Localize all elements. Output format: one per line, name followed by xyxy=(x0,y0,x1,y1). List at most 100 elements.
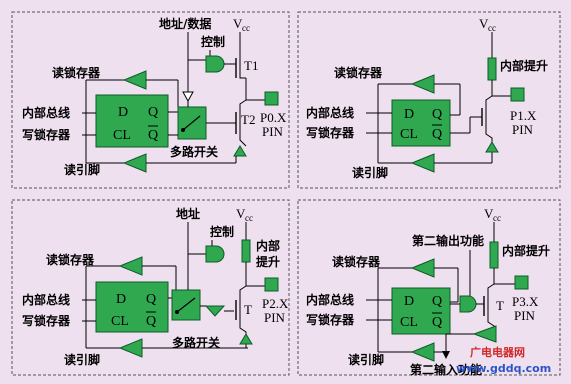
pin-word: PIN xyxy=(514,308,536,323)
panel-border xyxy=(11,199,290,376)
t-label: T xyxy=(244,302,252,317)
second-output-label: 第二输出功能 xyxy=(412,233,484,248)
pullup-resistor xyxy=(487,57,497,81)
mux-label: 多路开关 xyxy=(170,144,218,159)
pin-pad xyxy=(514,275,529,290)
write-latch-label: 写锁存器 xyxy=(22,313,71,328)
address-label: 地址 xyxy=(176,206,200,221)
read-latch-label: 读锁存器 xyxy=(332,254,381,269)
latch-q-label: Q xyxy=(146,292,156,307)
and-gate xyxy=(205,55,225,73)
t-label: T xyxy=(496,298,504,313)
latch-block xyxy=(95,94,169,148)
latch-qbar-label: Q xyxy=(148,128,158,143)
and-gate xyxy=(459,295,477,313)
vcc-label: V xyxy=(479,16,489,31)
panel-p1: D Q CL Q 内部总线 写锁存器 读锁存器 读引脚 V cc 内部提升 xyxy=(297,11,561,189)
latch-d-label: D xyxy=(118,105,128,120)
write-latch-label: 写锁存器 xyxy=(306,312,355,327)
ground-triangle xyxy=(233,145,247,157)
read-pin-label: 读引脚 xyxy=(64,162,100,177)
mux-switch xyxy=(177,106,207,140)
vcc-sub: cc xyxy=(242,23,250,33)
pullup-label-l2: 提升 xyxy=(256,254,280,269)
t1-label: T1 xyxy=(244,58,258,73)
pin-word: PIN xyxy=(512,122,534,137)
internal-bus-label: 内部总线 xyxy=(306,105,354,120)
addr-data-label: 地址/数据 xyxy=(159,16,211,31)
inverter-triangle xyxy=(182,91,194,103)
watermark-line1: 广电电器网 xyxy=(470,345,525,359)
panel-border xyxy=(297,199,561,376)
ground-triangle xyxy=(239,333,253,345)
watermark-line2: www.gddq.com xyxy=(456,362,551,375)
latch-block xyxy=(95,281,169,333)
write-latch-label: 写锁存器 xyxy=(306,125,355,140)
mux-pivot xyxy=(175,310,179,314)
read-latch-label: 读锁存器 xyxy=(52,65,101,80)
panel-border xyxy=(11,11,290,189)
read-pin-label: 读引脚 xyxy=(352,165,388,180)
panel-p2: D Q CL Q 内部总线 写锁存器 读锁存器 读引脚 多路开关 地址 控制 xyxy=(11,199,290,376)
latch-d-label: D xyxy=(404,294,414,309)
pin-pad xyxy=(264,277,279,292)
pullup-resistor xyxy=(489,241,499,269)
latch-q-label: Q xyxy=(148,105,158,120)
vcc-label: V xyxy=(484,206,494,221)
latch-d-label: D xyxy=(116,292,126,307)
latch-q-label: Q xyxy=(432,107,442,122)
vcc-sub: cc xyxy=(245,213,253,223)
t1-channel xyxy=(239,58,246,79)
latch-q-label: Q xyxy=(432,294,442,309)
read-pin-label: 读引脚 xyxy=(348,352,384,367)
read-latch-label: 读锁存器 xyxy=(334,65,383,80)
pin-word: PIN xyxy=(264,310,286,325)
panel-p0: D Q CL Q 内部总线 写锁存器 读锁存器 读引脚 多路开关 地址/数据 控… xyxy=(11,11,290,189)
pin-name: P2.X xyxy=(262,296,289,311)
internal-bus-label: 内部总线 xyxy=(306,292,354,307)
panel-p3: D Q CL Q 内部总线 写锁存器 读锁存器 读引脚 第二输出功能 V cc … xyxy=(297,199,561,377)
control-label: 控制 xyxy=(210,224,234,239)
pullup-label: 内部提升 xyxy=(502,243,550,258)
latch-cl-label: CL xyxy=(400,315,418,330)
ground-triangle xyxy=(485,141,499,153)
write-latch-label: 写锁存器 xyxy=(22,127,71,142)
vcc-sub: cc xyxy=(488,23,496,33)
and-gate xyxy=(205,245,225,263)
latch-d-label: D xyxy=(404,107,414,122)
latch-cl-label: CL xyxy=(400,127,418,142)
t2-label: T2 xyxy=(241,112,255,127)
latch-qbar-label: Q xyxy=(146,314,156,329)
pin-pad xyxy=(264,91,279,106)
latch-cl-label: CL xyxy=(111,314,129,329)
mux-lever xyxy=(176,297,196,313)
control-label: 控制 xyxy=(201,34,225,49)
mux-label: 多路开关 xyxy=(172,335,220,350)
latch-qbar-label: Q xyxy=(432,127,442,142)
latch-cl-label: CL xyxy=(113,128,131,143)
input-buffer xyxy=(472,325,497,343)
internal-bus-label: 内部总线 xyxy=(22,292,70,307)
pin-word: PIN xyxy=(262,124,284,139)
vcc-sub: cc xyxy=(493,213,501,223)
mux-pivot xyxy=(181,128,185,132)
pullup-label-l1: 内部 xyxy=(256,238,280,253)
pin-name: P3.X xyxy=(512,294,539,309)
latch-block xyxy=(391,287,451,335)
latch-qbar-label: Q xyxy=(432,315,442,330)
read-pin-label: 读引脚 xyxy=(64,352,100,367)
pullup-label: 内部提升 xyxy=(500,58,548,73)
panel-border xyxy=(297,11,561,189)
latch-block xyxy=(391,99,451,147)
internal-bus-label: 内部总线 xyxy=(22,105,70,120)
pin-name: P0.X xyxy=(260,110,287,125)
vcc-label: V xyxy=(233,16,243,31)
read-latch-label: 读锁存器 xyxy=(46,252,95,267)
second-input-label: 第二输入功能 xyxy=(410,362,482,377)
pin-name: P1.X xyxy=(510,108,537,123)
vcc-label: V xyxy=(236,206,246,221)
pullup-resistor xyxy=(241,239,251,263)
mux-lever xyxy=(182,115,201,131)
